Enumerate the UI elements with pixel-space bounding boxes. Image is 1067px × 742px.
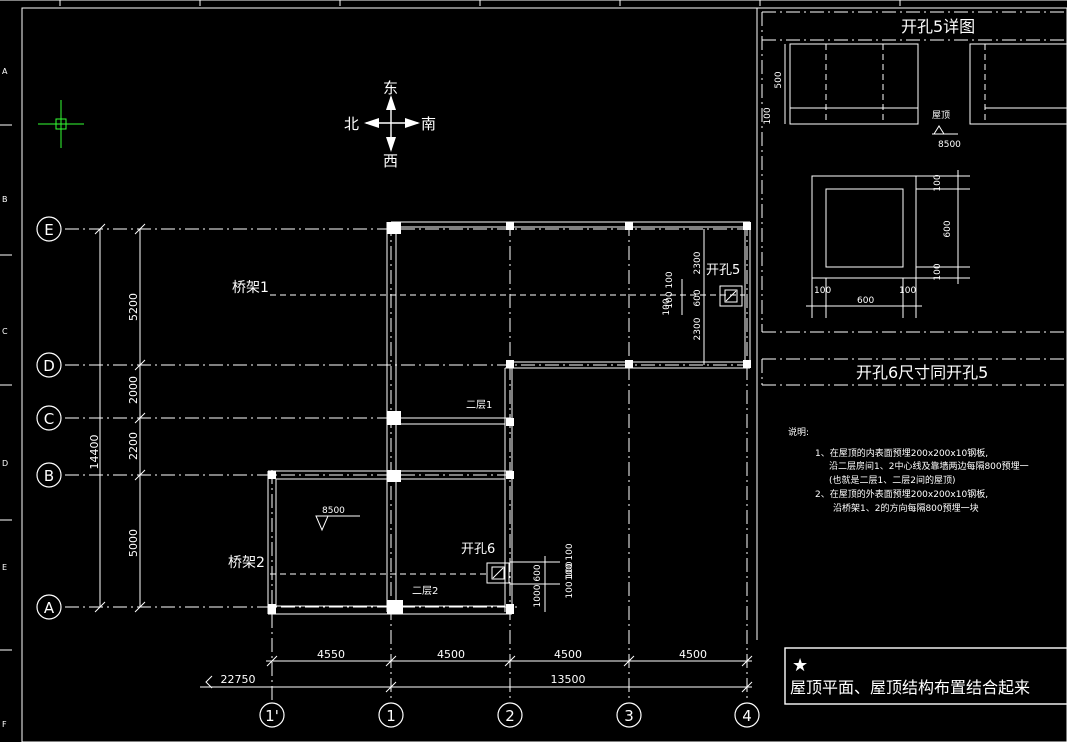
- axis-label-col: 4: [742, 707, 752, 725]
- axis-label-row: B: [44, 467, 54, 485]
- opening5-dim: 100 100: [665, 271, 675, 308]
- elevation-mark: 8500: [315, 506, 360, 532]
- dim-segment: 4500: [437, 648, 465, 661]
- border-letter: A: [2, 67, 8, 76]
- axis-label-col: 1: [386, 707, 396, 725]
- detail-dim: 100: [763, 107, 773, 124]
- compass-east: 东: [383, 79, 398, 97]
- border-letter: B: [2, 195, 8, 204]
- roof-elevation: 8500: [938, 140, 961, 150]
- detail-dim: 100: [814, 286, 831, 296]
- border-ticks: [0, 0, 901, 651]
- left-dimension-lines: [94, 223, 146, 613]
- dim-segment: 2200: [127, 432, 140, 460]
- notes-heading: 说明:: [788, 426, 809, 438]
- floor2-room1-label: 二层1: [466, 399, 492, 411]
- star-icon: ★: [792, 655, 808, 676]
- bottom-dimension-text: 4550 4500 4500 4500 22750 13500: [221, 648, 708, 686]
- opening5-dim: 600: [693, 289, 703, 306]
- left-dimension-text: 14400 5200 2000 2200 5000: [88, 293, 140, 557]
- dim-segment: 4500: [679, 648, 707, 661]
- notes-line: 沿二层房间1、2中心线及靠墙两边每隔800预埋一: [829, 460, 1029, 472]
- dim-segment: 5000: [127, 529, 140, 557]
- dim-segment: 5200: [127, 293, 140, 321]
- notes-line: 2、在屋顶的外表面预埋200x200x10钢板,: [815, 488, 988, 500]
- compass: 东 西 北 南: [344, 79, 436, 170]
- detail-dim: 100: [899, 286, 916, 296]
- opening6-dim: 100 100: [565, 561, 575, 598]
- axis-label-col: 2: [505, 707, 515, 725]
- opening6-label: 开孔6: [461, 542, 495, 557]
- row-axis-bubbles: [36, 216, 62, 620]
- axis-label-row: C: [44, 410, 54, 428]
- callout-text: 屋顶平面、屋顶结构布置结合起来: [790, 678, 1030, 697]
- col-axis-labels: 1' 1 2 3 4: [265, 707, 752, 725]
- bridge1-label: 桥架1: [232, 280, 269, 296]
- roof-label: 屋顶: [932, 110, 950, 121]
- opening6: 开孔6 100 100 600 1000 100 100: [461, 542, 575, 612]
- opening6-dim: 1000: [533, 584, 543, 607]
- dim-segment: 4500: [554, 648, 582, 661]
- bridge2-label: 桥架2: [228, 555, 265, 571]
- detail-dim: 600: [943, 220, 953, 237]
- compass-north: 北: [344, 115, 359, 133]
- opening5-dim: 100: [662, 298, 672, 315]
- detail-dim: 100: [933, 263, 943, 280]
- border-letter: D: [2, 459, 8, 468]
- detail-dim: 600: [857, 296, 874, 306]
- bottom-dimension-lines: [200, 655, 753, 693]
- dim-segment: 2000: [127, 376, 140, 404]
- border-letter: F: [2, 720, 7, 729]
- detail-dim: 100: [933, 174, 943, 191]
- opening5-label: 开孔5: [706, 263, 740, 278]
- axis-label-row: A: [44, 599, 55, 617]
- notes-line: (也就是二层1、二层2间的屋顶): [829, 474, 955, 486]
- border-letters: A B C D E F: [2, 67, 8, 729]
- opening5-dim: 2300: [693, 317, 703, 340]
- col-axis-bubbles: [259, 702, 760, 728]
- opening5-detail: 开孔5详图 500 100 屋顶 8500: [761, 11, 1067, 386]
- border-letter: E: [2, 563, 7, 572]
- crosshair-icon: [38, 100, 84, 148]
- opening6-note: 开孔6尺寸同开孔5: [856, 363, 988, 382]
- axis-label-row: D: [43, 357, 55, 375]
- dim-segment: 4550: [317, 648, 345, 661]
- bridge-lines: [270, 294, 745, 575]
- opening5: 开孔5 2300 100 100 600 100 2300: [662, 229, 743, 365]
- opening6-dim: 100 100: [565, 543, 575, 580]
- opening5-dim: 2300: [693, 251, 703, 274]
- columns: [268, 222, 751, 614]
- border-letter: C: [2, 327, 8, 336]
- compass-south: 南: [421, 115, 436, 133]
- notes: 说明: 1、在屋顶的内表面预埋200x200x10钢板, 沿二层房间1、2中心线…: [788, 426, 1029, 514]
- callout-box: ★ 屋顶平面、屋顶结构布置结合起来: [784, 647, 1067, 705]
- axis-label-col: 1': [265, 707, 279, 725]
- axis-label-row: E: [44, 221, 53, 239]
- axis-label-col: 3: [624, 707, 634, 725]
- dim-overall-right: 13500: [551, 673, 586, 686]
- elevation-value: 8500: [322, 506, 345, 516]
- detail-title: 开孔5详图: [901, 17, 975, 36]
- detail-dim: 500: [774, 71, 784, 88]
- opening6-dim: 600: [533, 564, 543, 581]
- row-axis-labels: E D C B A: [43, 221, 55, 617]
- notes-line: 1、在屋顶的内表面预埋200x200x10钢板,: [815, 447, 988, 459]
- axis-lines: [65, 222, 750, 702]
- compass-west: 西: [383, 152, 398, 170]
- floor2-room2-label: 二层2: [412, 585, 438, 597]
- notes-line: 沿桥架1、2的方向每隔800预埋一块: [833, 502, 979, 514]
- dim-overall-left: 22750: [221, 673, 256, 686]
- dim-total: 14400: [88, 435, 101, 470]
